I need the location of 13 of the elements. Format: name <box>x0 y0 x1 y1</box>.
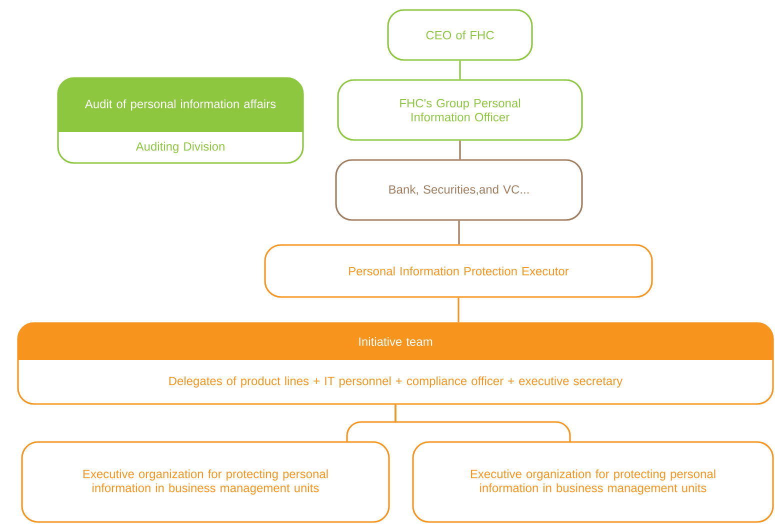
connector-line <box>459 60 461 80</box>
org-box: Executive organization for protecting personal information in business management units <box>21 441 390 523</box>
org-box: Executive organization for protecting personal information in business management units <box>412 441 774 523</box>
connector-line <box>458 298 460 322</box>
org-box: Initiative team Delegates of product lines + IT personnel + compliance officer + executive secretary <box>17 322 774 405</box>
org-box: Personal Information Protection Executor <box>264 244 653 298</box>
org-box: CEO of FHC <box>387 9 533 61</box>
connector-line <box>459 140 461 160</box>
org-box: FHC's Group Personal Information Officer <box>337 79 583 141</box>
connector-line <box>394 404 571 442</box>
org-box: Bank, Securities,and VC... <box>335 159 583 221</box>
connector-line <box>458 220 460 244</box>
org-box: Audit of personal information affairs Auditing Division <box>57 77 304 164</box>
